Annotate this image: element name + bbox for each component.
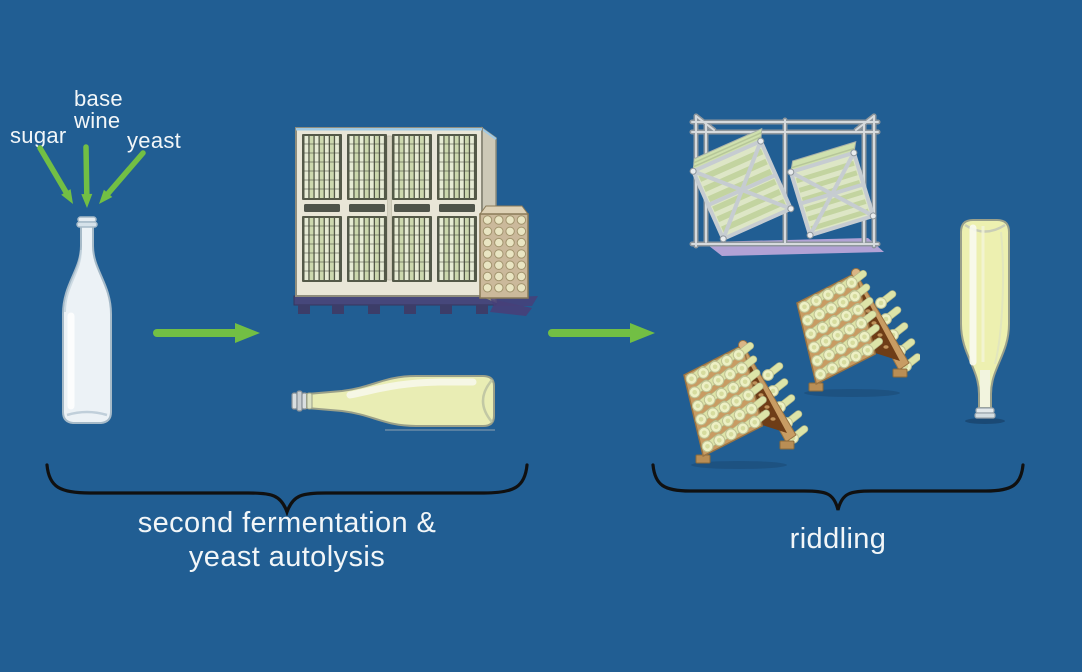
gyropalette-icon bbox=[689, 113, 884, 256]
gyropalette-cage-2 bbox=[787, 141, 877, 239]
fermentation-brace-icon bbox=[45, 463, 529, 516]
fermentation-stage-label-line2: yeast autolysis bbox=[188, 541, 386, 573]
riddling-stage-label: riddling bbox=[789, 523, 887, 555]
inverted-bottle-icon bbox=[960, 219, 1010, 424]
horizontal-filled-bottle-icon bbox=[291, 375, 495, 431]
riddling-brace-icon bbox=[651, 463, 1025, 511]
base-wine-label-line1: base bbox=[74, 86, 123, 111]
riddling-rack-left bbox=[684, 341, 809, 470]
base-wine-label-line2: wine bbox=[74, 108, 121, 133]
gyropalette-base bbox=[704, 238, 884, 256]
sugar-arrow-icon bbox=[37, 145, 73, 204]
flow-arrow-2-icon bbox=[548, 323, 655, 343]
side-crate bbox=[479, 205, 538, 306]
base-wine-label: base wine bbox=[74, 88, 123, 132]
riddling-rack-right bbox=[797, 269, 920, 398]
base-wine-arrow-icon bbox=[81, 144, 93, 208]
yeast-arrow-icon bbox=[99, 150, 146, 204]
flow-arrow-1-icon bbox=[153, 323, 260, 343]
ingredient-arrows bbox=[37, 144, 146, 208]
empty-bottle-icon bbox=[62, 216, 112, 424]
bottle-crate-stack-icon bbox=[293, 126, 538, 316]
pallet bbox=[293, 295, 497, 306]
crown-cap-icon bbox=[291, 390, 308, 412]
gyropalette-cage-1 bbox=[689, 127, 795, 243]
fermentation-stage-label: second fermentation & yeast autolysis bbox=[87, 506, 487, 574]
fermentation-stage-label-line1: second fermentation & bbox=[137, 507, 437, 539]
sugar-label: sugar bbox=[10, 123, 67, 148]
riddling-racks-icon bbox=[680, 264, 920, 476]
yeast-label: yeast bbox=[127, 128, 182, 153]
